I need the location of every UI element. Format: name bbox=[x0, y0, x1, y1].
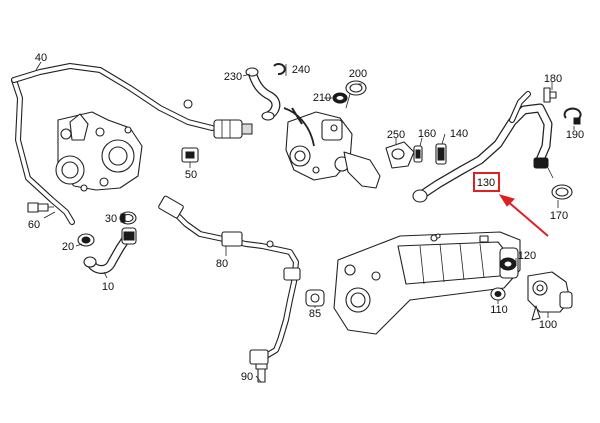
part-140-clip[interactable] bbox=[435, 143, 447, 165]
part-110-clamp[interactable] bbox=[490, 287, 506, 301]
part-90-bolt[interactable] bbox=[255, 363, 268, 383]
part-40-coolant-pipe[interactable] bbox=[11, 63, 253, 225]
label-170: 170 bbox=[550, 210, 568, 222]
label-80: 80 bbox=[216, 258, 228, 270]
highlight-annotation bbox=[473, 172, 549, 237]
part-240-clamp[interactable] bbox=[273, 63, 287, 76]
leader-lines bbox=[35, 61, 575, 383]
egr-cooler bbox=[333, 231, 521, 335]
part-170-seal[interactable] bbox=[551, 184, 573, 200]
label-60: 60 bbox=[28, 219, 40, 231]
part-160-clip[interactable] bbox=[413, 145, 423, 163]
part-250-connector[interactable] bbox=[385, 141, 415, 169]
part-190-clamp[interactable] bbox=[563, 107, 582, 125]
red-arrow-icon bbox=[498, 194, 549, 237]
part-130-coolant-pipe[interactable] bbox=[412, 91, 553, 203]
label-160: 160 bbox=[418, 128, 436, 140]
part-85-gasket[interactable] bbox=[305, 289, 325, 307]
label-140: 140 bbox=[450, 128, 468, 140]
label-20: 20 bbox=[62, 241, 74, 253]
part-20-clip[interactable] bbox=[77, 233, 95, 247]
label-30: 30 bbox=[105, 213, 117, 225]
label-10: 10 bbox=[102, 281, 114, 293]
label-180: 180 bbox=[544, 73, 562, 85]
label-250: 250 bbox=[387, 129, 405, 141]
label-110: 110 bbox=[490, 304, 508, 316]
part-80-coolant-line[interactable] bbox=[158, 195, 301, 365]
part-60-bolt[interactable] bbox=[27, 202, 54, 213]
part-100-temperature-sensor-housing[interactable] bbox=[527, 271, 573, 321]
label-40: 40 bbox=[35, 52, 47, 64]
label-240: 240 bbox=[292, 64, 310, 76]
part-180-bolt[interactable] bbox=[543, 87, 557, 103]
part-50-bracket[interactable] bbox=[181, 147, 199, 166]
label-190: 190 bbox=[566, 129, 584, 141]
part-230-hose[interactable] bbox=[245, 67, 281, 121]
highlight-box bbox=[473, 172, 500, 192]
egr-valve bbox=[283, 107, 381, 189]
label-90: 90 bbox=[241, 371, 253, 383]
part-120-seal[interactable] bbox=[499, 257, 517, 271]
label-85: 85 bbox=[309, 308, 321, 320]
label-210: 210 bbox=[313, 92, 331, 104]
part-30-hose-clamp[interactable] bbox=[119, 211, 137, 225]
thermostat-housing bbox=[55, 111, 143, 192]
label-230: 230 bbox=[224, 71, 242, 83]
part-10-hose[interactable] bbox=[83, 227, 137, 274]
label-130: 130 bbox=[477, 177, 495, 189]
label-200: 200 bbox=[349, 68, 367, 80]
label-100: 100 bbox=[539, 319, 557, 331]
label-120: 120 bbox=[518, 250, 536, 262]
label-50: 50 bbox=[185, 169, 197, 181]
part-labels: 40 60 20 30 10 50 80 85 90 230 240 200 2… bbox=[28, 52, 584, 383]
part-210-seal[interactable] bbox=[332, 92, 348, 104]
part-200-flange[interactable] bbox=[345, 80, 367, 109]
